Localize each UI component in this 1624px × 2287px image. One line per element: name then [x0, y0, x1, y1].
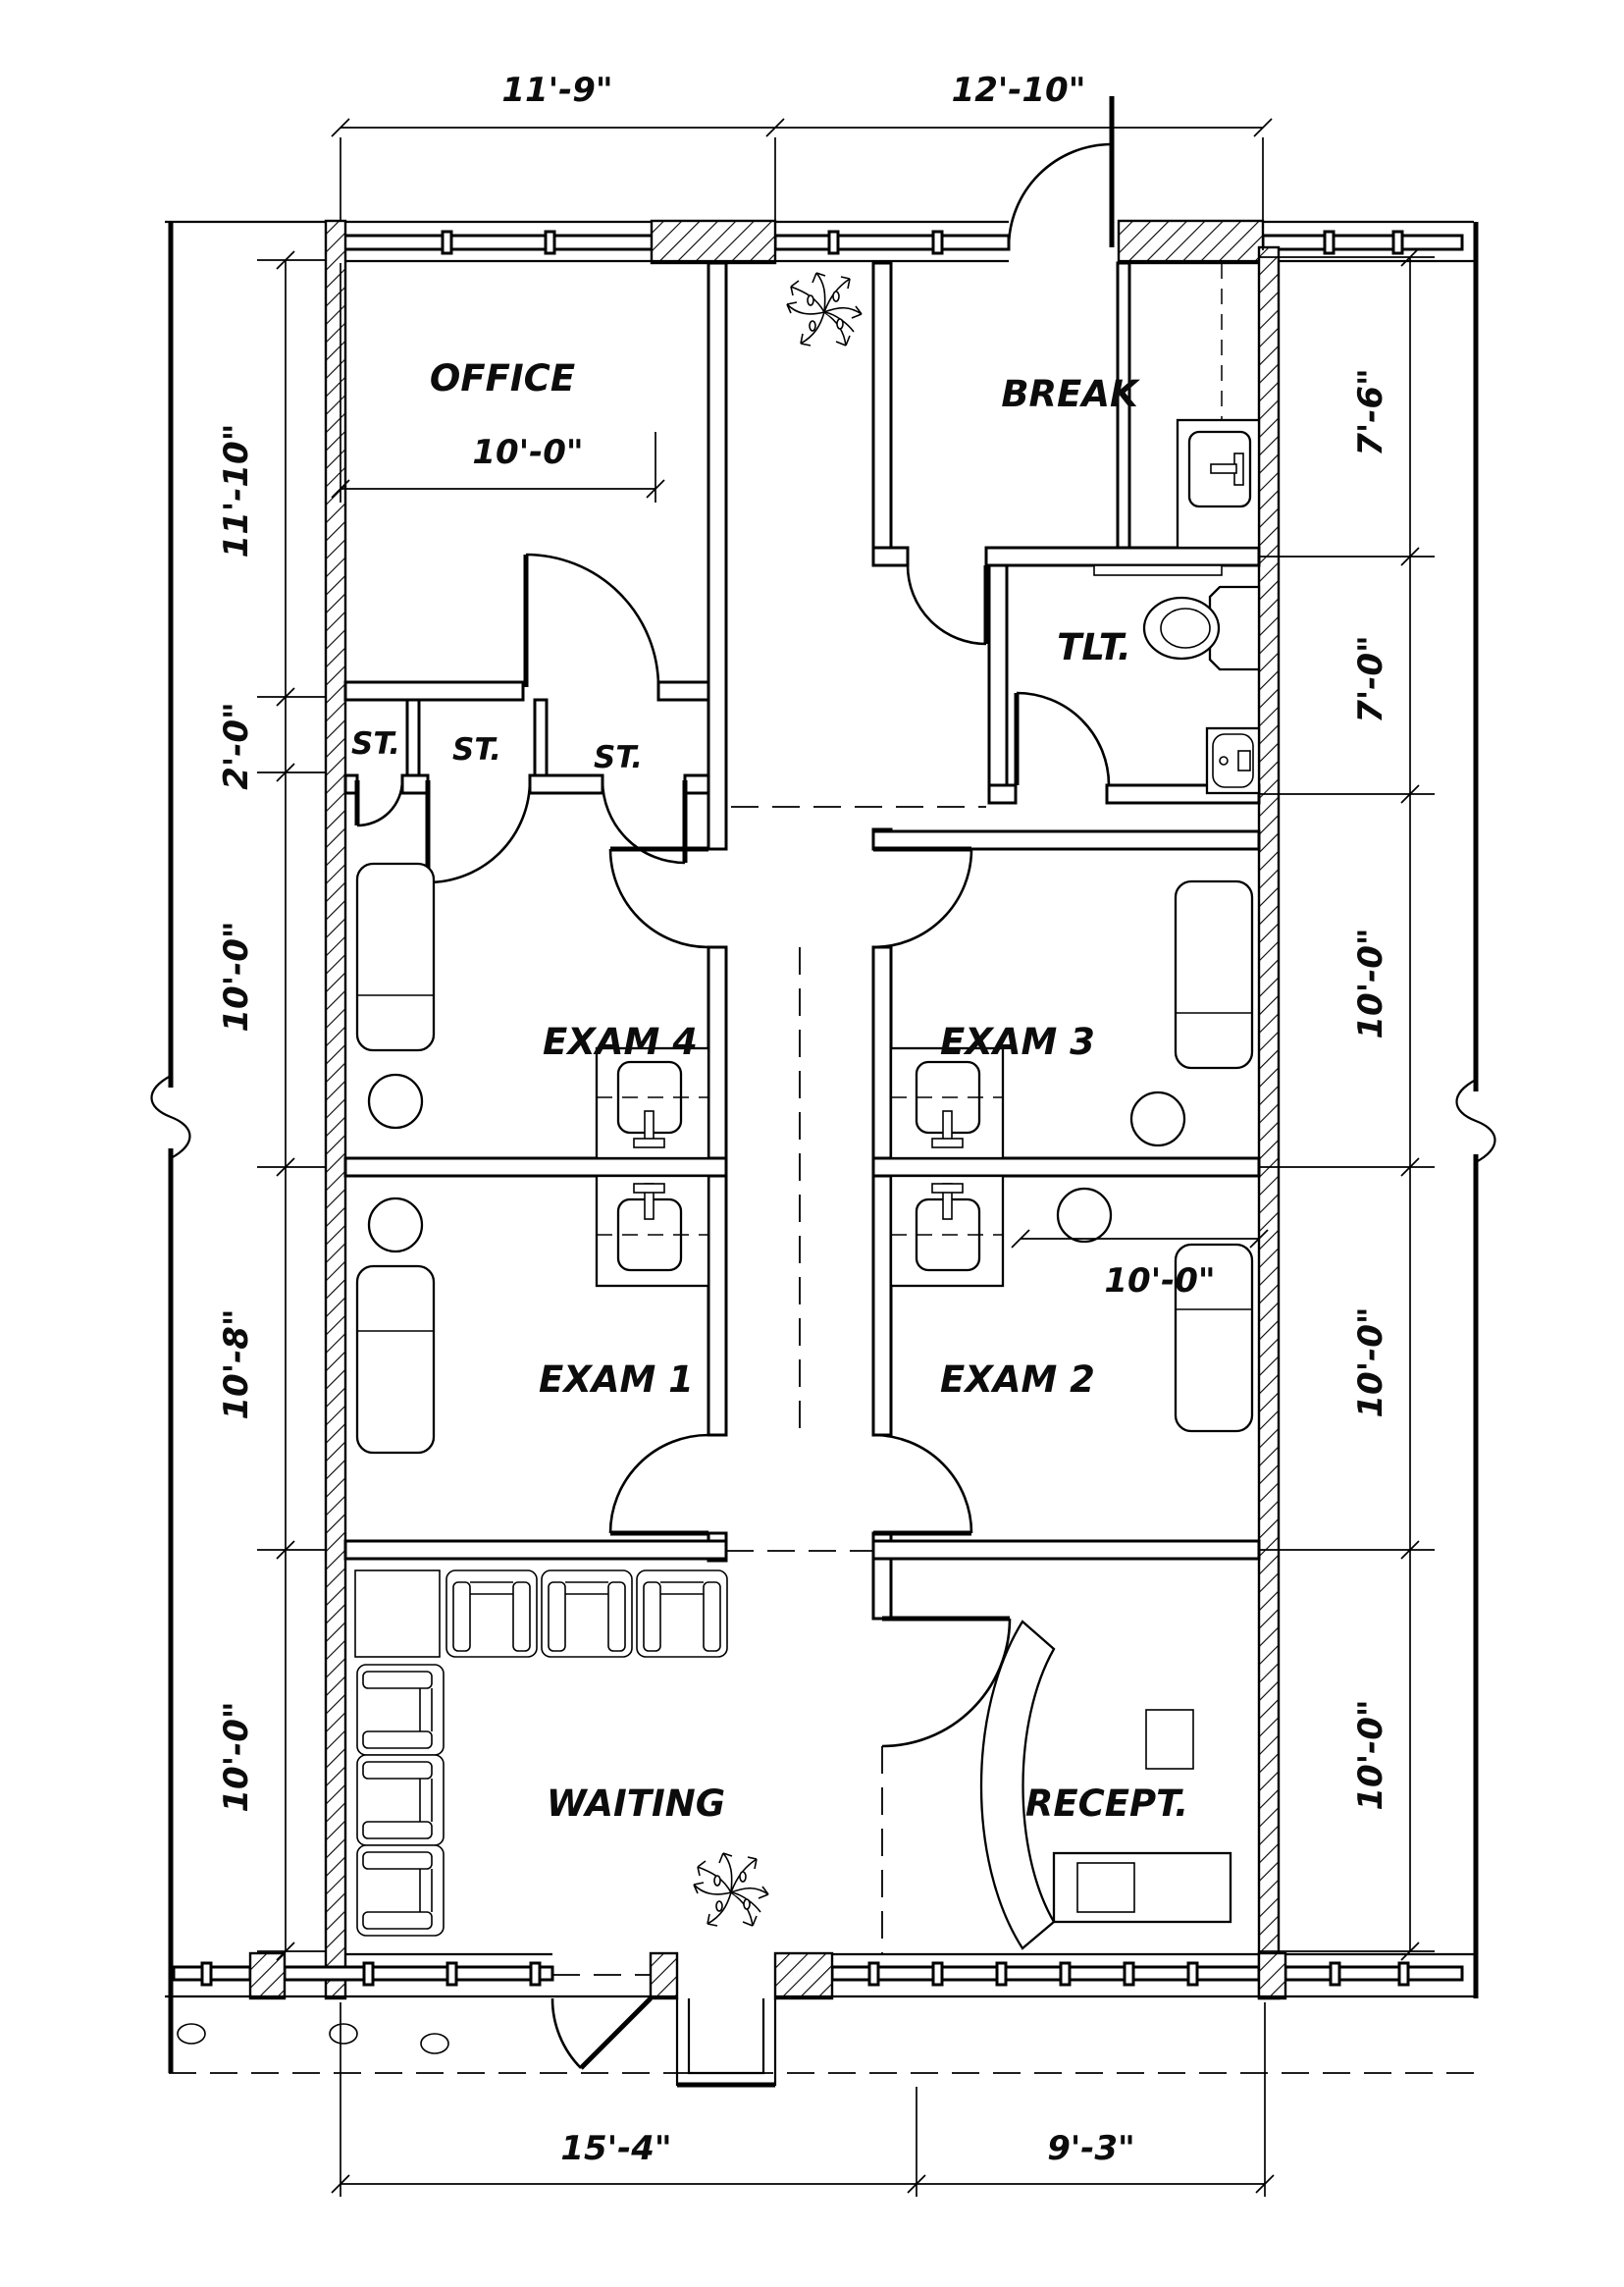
label-office: OFFICE	[430, 357, 575, 399]
doors	[354, 96, 1115, 2070]
dim-right-4: 10'-0"	[1351, 1306, 1390, 1417]
exam3-door	[872, 846, 973, 949]
label-tlt: TLT.	[1057, 626, 1131, 668]
dim-right-5: 10'-0"	[1351, 1699, 1390, 1810]
label-st2: ST.	[452, 732, 501, 768]
room-labels: OFFICE BREAK TLT. ST. ST. ST. EXAM 4 EXA…	[351, 357, 1188, 1825]
label-recept: RECEPT.	[1025, 1782, 1188, 1825]
dim-right-1: 7'-6"	[1351, 368, 1390, 456]
suite-entry-door	[1007, 96, 1115, 248]
exam1-furniture	[355, 1174, 710, 1455]
entry-vestibule	[675, 1998, 777, 2088]
dim-left-3: 10'-0"	[217, 921, 256, 1032]
exam3-furniture	[889, 879, 1254, 1160]
exterior-walls	[150, 219, 1496, 2088]
plant-entry	[693, 1852, 769, 1927]
dim-left-2: 2'-0"	[217, 702, 256, 790]
reception-desk	[979, 1620, 1232, 1950]
label-exam4: EXAM 4	[543, 1021, 698, 1063]
dim-top-1: 11'-9"	[501, 71, 612, 110]
st1-door	[354, 779, 404, 827]
waiting-entry-door	[550, 1996, 653, 2070]
office-door	[523, 553, 660, 688]
site-markers	[177, 2023, 449, 2054]
label-st1: ST.	[351, 726, 400, 762]
dim-office-window: 10'-0"	[472, 433, 583, 472]
left-break-symbol	[150, 1075, 191, 1159]
break-sink-counter	[1176, 418, 1261, 550]
tlt-door	[1014, 691, 1111, 786]
exam2-door	[872, 1433, 973, 1536]
label-st3: ST.	[594, 740, 643, 775]
right-break-symbol	[1455, 1079, 1496, 1163]
plant-top	[786, 272, 863, 346]
bottom-mullions	[200, 1961, 1410, 1987]
dim-left-4: 10'-8"	[217, 1308, 256, 1419]
dim-top-2: 12'-10"	[952, 71, 1086, 110]
toilet	[1142, 585, 1261, 671]
exam1-door	[608, 1433, 709, 1536]
dim-bottom-2: 9'-3"	[1047, 2129, 1135, 2168]
recept-door	[881, 1616, 1012, 1748]
waiting-furniture	[354, 1569, 728, 1937]
exam4-furniture	[355, 862, 710, 1160]
dimension-lines: 11'-9" 12'-10" 11'-10" 2'-0" 10'-0" 10'-…	[217, 71, 1435, 2197]
label-exam1: EXAM 1	[539, 1358, 694, 1401]
dim-right-2: 7'-0"	[1351, 635, 1390, 723]
dim-left-1: 11'-10"	[217, 424, 256, 558]
exam4-door	[608, 846, 709, 949]
dim-right-3: 10'-0"	[1351, 928, 1390, 1038]
break-door	[906, 564, 989, 646]
centerlines	[552, 263, 1223, 1976]
label-exam2: EXAM 2	[940, 1358, 1095, 1401]
exam2-furniture	[889, 1174, 1254, 1433]
label-break: BREAK	[1001, 373, 1140, 415]
st2-door	[425, 779, 532, 884]
tlt-sink	[1205, 726, 1261, 795]
dim-bottom-1: 15'-4"	[560, 2129, 671, 2168]
label-exam3: EXAM 3	[940, 1021, 1095, 1063]
top-mullions	[441, 230, 1404, 255]
dim-left-5: 10'-0"	[217, 1701, 256, 1812]
interior-walls	[343, 261, 1261, 1621]
label-waiting: WAITING	[547, 1782, 725, 1825]
dim-exam2-width: 10'-0"	[1104, 1261, 1215, 1301]
